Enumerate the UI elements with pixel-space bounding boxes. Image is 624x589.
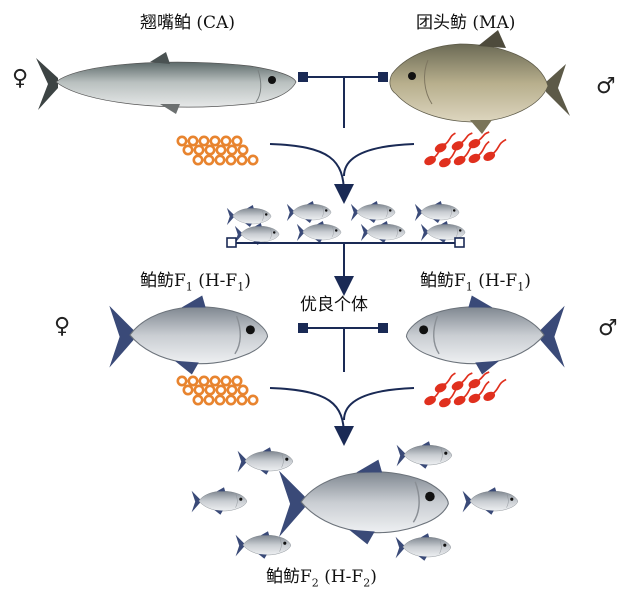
f1-bracket-left-node [227,238,236,247]
f1-fish [361,221,405,243]
f1-female-fish-image [109,295,267,374]
f1-male-fish-image [406,295,564,374]
f1-fish [235,223,279,245]
f1-fish [227,205,271,227]
f1-fish [297,221,341,243]
parent-bracket-left-node [298,72,308,82]
f1-cross-right-node [378,323,388,333]
f2-fish [238,447,293,475]
f2-fish [397,441,452,469]
f1-eggs-icon [178,377,257,404]
f2-fish [192,487,247,515]
f2-offspring-group [192,441,518,561]
f1-fish [351,201,395,223]
f2-fish [236,531,291,559]
parent-cross-connector [270,77,414,194]
f1-cross-left-node [298,323,308,333]
f1-fish [415,201,459,223]
f1-group-bracket [232,243,458,286]
parent-eggs-icon [178,137,257,164]
parent-bracket-right-node [378,72,388,82]
female-parent-fish-image [36,52,296,114]
f1-cross-connector [270,328,414,436]
parent-sperm-icon [424,132,506,168]
f1-fish [287,201,331,223]
f2-fish [396,533,451,561]
f2-fish [463,487,518,515]
f1-offspring-group [227,201,465,245]
male-parent-fish-image [390,30,570,134]
f1-bracket-right-node [455,238,464,247]
f1-sperm-icon [424,372,506,408]
f2-fish-large [279,460,448,545]
